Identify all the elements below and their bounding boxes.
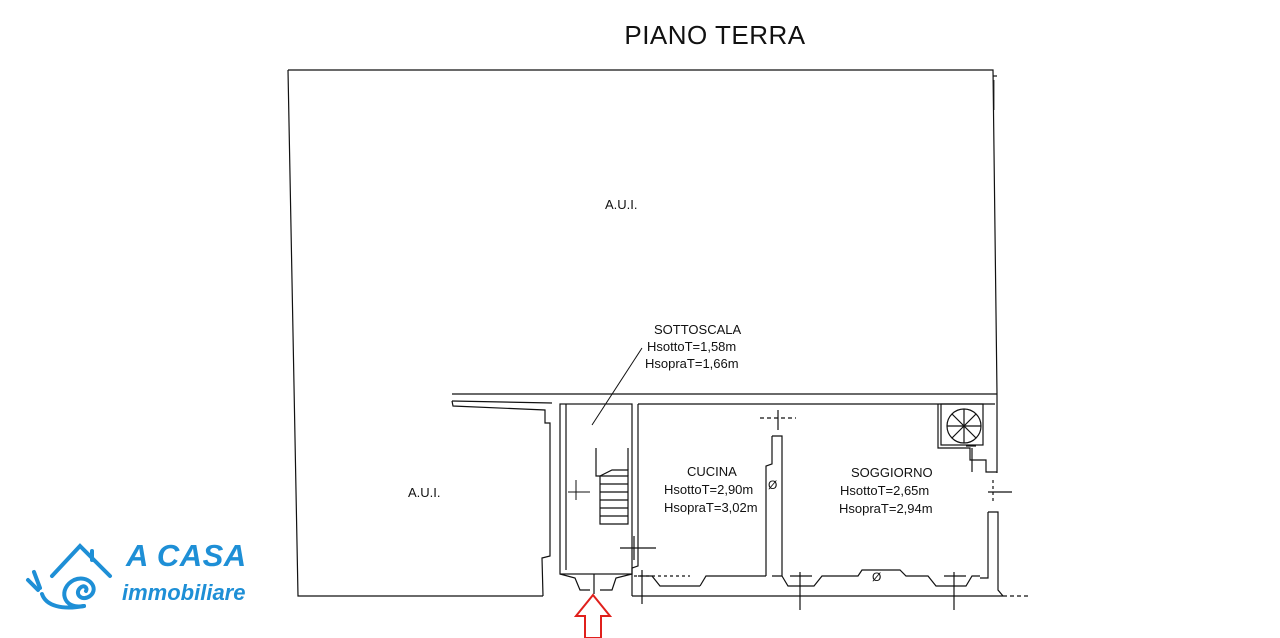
height-sopra-sottoscala: HsopraT=1,66m <box>645 356 739 371</box>
arrow-up-icon <box>573 593 613 638</box>
room-name-sottoscala: SOTTOSCALA <box>654 322 742 337</box>
room-name-soggiorno: SOGGIORNO <box>851 465 933 480</box>
stairs <box>595 448 629 525</box>
stair-room-wall <box>559 403 633 575</box>
room-label-aui-top: A.U.I. <box>605 197 638 212</box>
diameter-symbol: Ø <box>768 478 778 492</box>
height-sopra-cucina: HsopraT=3,02m <box>664 500 758 515</box>
brand-subtitle: immobiliare <box>122 580 246 605</box>
floor-title: PIANO TERRA <box>624 20 806 50</box>
room-label-aui-left: A.U.I. <box>408 485 441 500</box>
diameter-symbol: Ø <box>872 570 882 584</box>
outer-boundary <box>288 69 998 473</box>
outer-left-bottom <box>287 69 543 597</box>
height-sotto-cucina: HsottoT=2,90m <box>664 482 754 497</box>
living-wall <box>937 404 997 473</box>
room-name-cucina: CUCINA <box>687 464 737 479</box>
height-sopra-soggiorno: HsopraT=2,94m <box>839 501 933 516</box>
brand-name: A CASA <box>126 538 247 573</box>
company-logo: A CASA immobiliare <box>22 536 272 616</box>
height-sotto-sottoscala: HsottoT=1,58m <box>647 339 737 354</box>
height-sotto-soggiorno: HsottoT=2,65m <box>840 483 930 498</box>
kitchen-wall <box>631 404 639 596</box>
house-snail-icon <box>26 543 112 610</box>
chimney <box>940 403 984 446</box>
